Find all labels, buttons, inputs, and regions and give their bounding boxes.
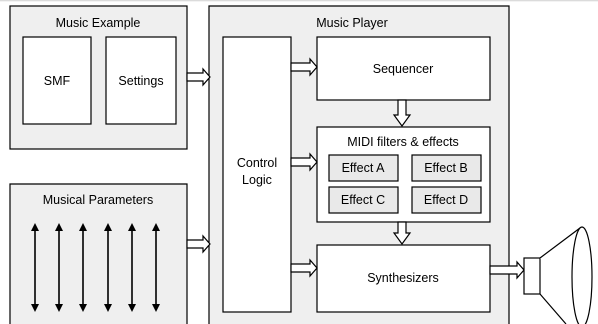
musical-parameters-frame (9, 183, 188, 324)
music-player-panel: Music Player Control Logic Sequencer MID… (208, 5, 510, 324)
parameter-arrow-head-up-5 (128, 223, 136, 231)
control-to-sequencer-arrow (290, 57, 318, 77)
control-logic-label-line2: Logic (242, 173, 272, 187)
parameter-arrow-head-up-3 (79, 223, 87, 231)
settings-label: Settings (118, 74, 163, 88)
example-to-player-arrow (186, 67, 211, 87)
parameter-arrow-head-up-6 (152, 223, 160, 231)
settings-box (105, 36, 177, 125)
parameters-to-player-arrow (186, 234, 211, 254)
music-player-title: Music Player (316, 16, 388, 30)
parameter-arrow-head-down-1 (31, 304, 39, 312)
effect-d-box (411, 186, 482, 214)
synthesizers-label: Synthesizers (367, 271, 439, 285)
parameter-arrow-head-down-5 (128, 304, 136, 312)
parameter-arrow-head-down-4 (104, 304, 112, 312)
control-logic-box (222, 36, 292, 313)
smf-label: SMF (44, 74, 71, 88)
synthesizers-box (316, 244, 491, 313)
effect-a-label: Effect A (342, 161, 386, 175)
effect-b-box (411, 154, 482, 182)
speaker-icon (523, 226, 593, 324)
music-example-title: Music Example (56, 16, 141, 30)
speaker-magnet (523, 257, 541, 295)
parameter-arrows (31, 223, 160, 312)
parameter-arrow-head-down-6 (152, 304, 160, 312)
parameter-arrow-head-down-2 (55, 304, 63, 312)
midi-to-synthesizers-arrow (392, 221, 412, 246)
control-to-midi-arrow (290, 152, 318, 172)
control-to-synthesizers-arrow (290, 258, 318, 278)
music-example-panel: Music Example SMF Settings (9, 5, 188, 150)
effect-d-label: Effect D (424, 193, 468, 207)
parameter-arrow-head-up-2 (55, 223, 63, 231)
synthesizers-to-speaker-arrow (489, 260, 525, 280)
sequencer-label: Sequencer (373, 62, 433, 76)
musical-parameters-title: Musical Parameters (43, 193, 153, 207)
effect-a-box (328, 154, 399, 182)
smf-box (22, 36, 92, 125)
parameter-arrow-head-down-3 (79, 304, 87, 312)
midi-effects-title: MIDI filters & effects (347, 135, 459, 149)
sequencer-to-midi-arrow (392, 99, 412, 128)
effect-c-label: Effect C (341, 193, 385, 207)
parameter-arrow-head-up-1 (31, 223, 39, 231)
effect-c-box (328, 186, 399, 214)
control-logic-label-line1: Control (237, 156, 277, 170)
musical-parameters-panel: Musical Parameters (9, 183, 188, 324)
speaker-rim (571, 226, 593, 324)
effect-b-label: Effect B (424, 161, 468, 175)
parameter-arrow-head-up-4 (104, 223, 112, 231)
